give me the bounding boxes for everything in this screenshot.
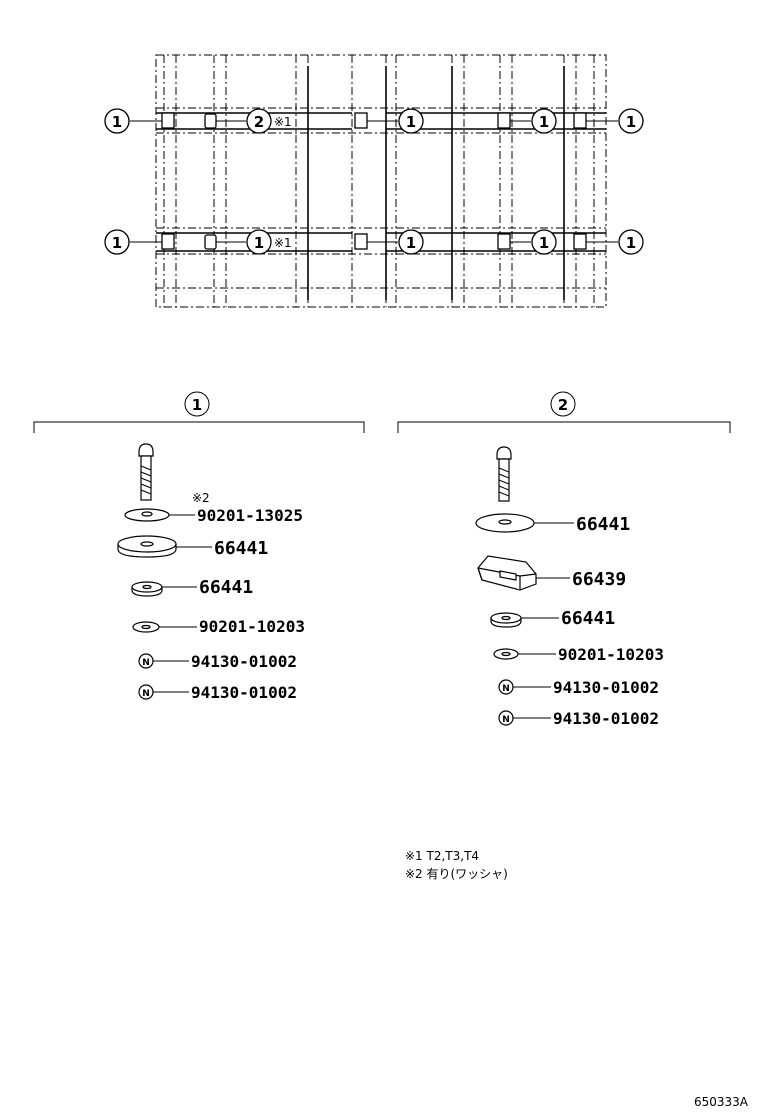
nut-symbol: N — [502, 715, 510, 725]
footnote-1: ※1 T2,T3,T4 — [405, 849, 479, 863]
note-mark: ※1 — [274, 115, 292, 129]
part-number: 94130-01002 — [191, 683, 297, 702]
footnote-2: ※2 有り(ワッシャ) — [405, 867, 508, 881]
callout-label: 1 — [112, 234, 122, 252]
callout-label: 2 — [254, 113, 264, 131]
cushion-large-icon — [475, 513, 535, 533]
part-number: 66441 — [199, 577, 253, 598]
callout-label: 1 — [406, 113, 416, 131]
part-number: 94130-01002 — [553, 709, 659, 728]
washer-small-icon — [132, 621, 160, 633]
nut-symbol: N — [142, 658, 150, 668]
group-1-parts — [117, 443, 212, 700]
nut-symbol: N — [142, 689, 150, 699]
nut-symbol: N — [502, 684, 510, 694]
callout-label: 1 — [112, 113, 122, 131]
washer-small-icon — [493, 648, 519, 660]
part-number: 94130-01002 — [191, 652, 297, 671]
part-number: 90201-13025 — [197, 506, 303, 525]
part-number: 66441 — [576, 514, 630, 535]
part-number: 94130-01002 — [553, 678, 659, 697]
part-number: 66441 — [214, 538, 268, 559]
group-2-circle — [550, 391, 576, 417]
washer-icon — [124, 508, 170, 522]
callout-label: 1 — [539, 113, 549, 131]
part-note: ※2 — [192, 491, 210, 505]
bolt-icon — [496, 446, 512, 502]
group-2-label: 2 — [558, 396, 568, 414]
callout-label: 1 — [626, 113, 636, 131]
cushion-small-icon — [490, 612, 522, 628]
callout-label: 1 — [406, 234, 416, 252]
part-number: 66439 — [572, 569, 626, 590]
part-number: 90201-10203 — [199, 617, 305, 636]
group-1-label: 1 — [192, 396, 202, 414]
note-mark: ※1 — [274, 236, 292, 250]
cushion-large-icon — [117, 535, 177, 558]
group-1-bracket — [33, 421, 365, 433]
callout-label: 1 — [254, 234, 264, 252]
group-1-circle — [184, 391, 210, 417]
group-2-bracket — [397, 421, 731, 433]
drawing-code: 650333A — [694, 1095, 749, 1109]
callout-label: 1 — [626, 234, 636, 252]
group-2-parts — [475, 446, 574, 726]
callout-label: 1 — [539, 234, 549, 252]
bracket-icon — [477, 555, 537, 591]
cushion-small-icon — [131, 581, 163, 597]
part-number: 90201-10203 — [558, 645, 664, 664]
frame-top-view — [104, 54, 644, 308]
part-number: 66441 — [561, 608, 615, 629]
bolt-icon — [138, 443, 154, 501]
